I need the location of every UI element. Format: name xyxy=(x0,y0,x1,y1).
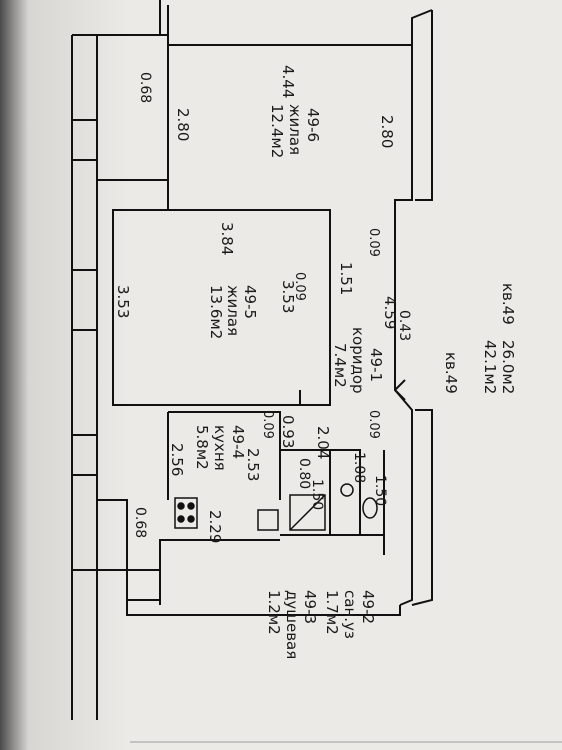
dim-label: 3.84 xyxy=(218,222,236,255)
dim-label: 0.09 xyxy=(366,410,381,439)
dim-label: 2.56 xyxy=(168,443,186,476)
room-area: 5.8м2 xyxy=(193,425,211,470)
labels: 0.68 4.44 2.80 2.80 3.84 0.09 1.51 0.09 … xyxy=(114,65,517,659)
room-type: кухня xyxy=(211,425,229,471)
room-type: жилая xyxy=(224,285,242,336)
window-3 xyxy=(71,434,98,476)
stove-burner-icon xyxy=(177,515,185,523)
dim-label: 0.80 xyxy=(296,458,312,489)
dim-label: 0.43 xyxy=(396,310,412,341)
entry-arrow xyxy=(394,379,406,401)
wall-bath-top xyxy=(280,449,361,535)
stove-icon xyxy=(174,497,198,529)
dim-label: 4.59 xyxy=(381,296,399,329)
dim-label: 0.93 xyxy=(279,415,297,448)
walls xyxy=(71,0,433,720)
room-code: 49-1 xyxy=(367,348,385,382)
washbasin-icon xyxy=(340,483,354,497)
shower-tray-icon xyxy=(289,494,326,531)
room-area: 13.6м2 xyxy=(207,285,225,339)
wall-kitchen-top xyxy=(168,411,281,500)
room-code: 49-3 xyxy=(301,590,319,624)
dim-label: 0.09 xyxy=(260,410,275,439)
sink-icon xyxy=(257,509,279,531)
dim-label: 2.53 xyxy=(244,448,262,481)
dim-label: 2.29 xyxy=(206,510,224,543)
window-1 xyxy=(71,119,98,161)
window-2 xyxy=(71,269,98,331)
wall-right-outer xyxy=(415,10,433,201)
wall-room5-bottom xyxy=(113,390,301,406)
wall-kitchen-bottom xyxy=(97,499,280,601)
dim-label: 4.44 xyxy=(279,65,297,98)
room-code: 49-5 xyxy=(241,285,259,319)
apartment-area-total: 42.1м2 xyxy=(481,340,499,394)
room-type: душевая xyxy=(283,590,301,659)
fixtures xyxy=(174,483,378,531)
dim-label: 3.53 xyxy=(114,285,132,318)
page-shadow xyxy=(0,0,130,750)
dim-label: 0.09 xyxy=(292,272,307,301)
wall-top xyxy=(72,9,433,46)
stove-burner-icon xyxy=(187,515,195,523)
room-49-5-outline xyxy=(112,209,331,406)
room-area: 1.2м2 xyxy=(265,590,283,635)
dim-label: 1.08 xyxy=(351,452,367,483)
room-type: коридор xyxy=(349,327,367,394)
dim-label: 1.51 xyxy=(337,262,355,295)
dim-label: 0.68 xyxy=(137,72,153,103)
wall-bottom xyxy=(126,575,401,616)
stove-burner-icon xyxy=(177,502,185,510)
wall-bottom-left xyxy=(72,569,161,605)
shower-diagonal xyxy=(289,494,326,531)
dim-label: 0.09 xyxy=(366,228,381,257)
room-code: 49-2 xyxy=(359,590,377,624)
entry-label: кв.49 xyxy=(442,352,460,394)
dim-label: 1.50 xyxy=(309,479,325,510)
toilet-icon xyxy=(362,497,378,519)
dim-label: 3.53 xyxy=(279,280,297,313)
wall-right-lower xyxy=(411,409,433,606)
room-area: 1.7м2 xyxy=(323,590,341,635)
room-area: 12.4м2 xyxy=(268,104,286,158)
apartment-number: кв.49 xyxy=(499,283,517,325)
room-area: 7.4м2 xyxy=(331,343,349,388)
room-code: 49-4 xyxy=(229,425,247,459)
stove-burner-icon xyxy=(187,502,195,510)
apartment-area-living: 26.0м2 xyxy=(499,340,517,394)
dim-label: 2.80 xyxy=(378,115,396,148)
dim-label: 2.04 xyxy=(314,426,332,459)
room-type: сан.уз xyxy=(341,590,359,639)
dim-label: 2.80 xyxy=(174,108,192,141)
room-type: жилая xyxy=(286,104,304,155)
dim-label: 0.68 xyxy=(132,507,148,538)
dim-label: 1.50 xyxy=(372,475,388,506)
room-code: 49-6 xyxy=(304,108,322,142)
